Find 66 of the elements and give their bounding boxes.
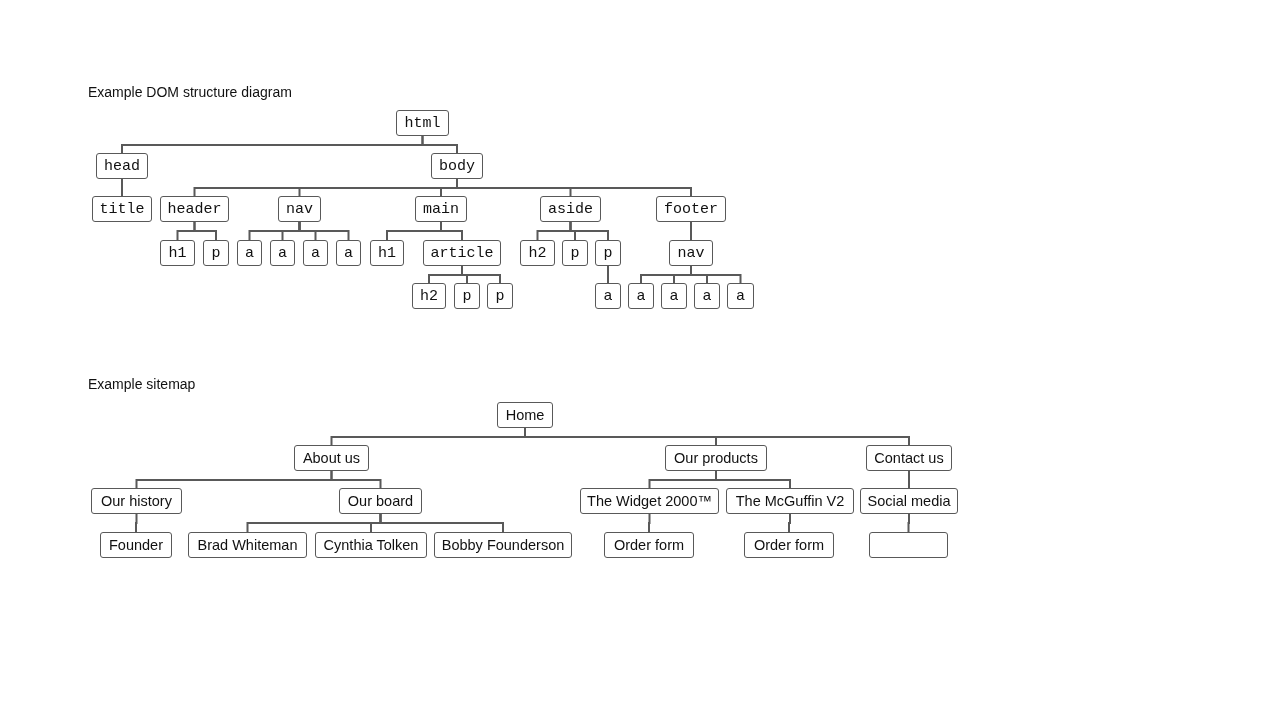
page-box: Order form [604, 532, 694, 558]
element-box: body [431, 153, 483, 179]
connector-line [440, 221, 463, 241]
connector-line [907, 513, 910, 533]
element-box: h2 [412, 283, 446, 309]
connector-line [379, 513, 504, 533]
element-box: a [628, 283, 654, 309]
element-box: title [92, 196, 152, 222]
element-box: h1 [370, 240, 404, 266]
page-box: Brad Whiteman [188, 532, 307, 558]
page-box: Founder [100, 532, 172, 558]
page-box: Cynthia Tolken [315, 532, 427, 558]
element-box: p [454, 283, 480, 309]
element-box: main [415, 196, 467, 222]
element-box: nav [669, 240, 713, 266]
connector-line [788, 513, 791, 533]
page-box: Home [497, 402, 553, 428]
page-box: Our history [91, 488, 182, 514]
connector-line [135, 513, 138, 533]
page-box: Our products [665, 445, 767, 471]
connector-line [330, 470, 382, 489]
element-box: p [595, 240, 621, 266]
connector-line [569, 221, 609, 241]
page-box: Contact us [866, 445, 952, 471]
element-box: h2 [520, 240, 555, 266]
element-box: a [270, 240, 295, 266]
connector-line [715, 470, 791, 489]
page-box: Bobby Founderson [434, 532, 572, 558]
connector-line [648, 513, 651, 533]
page-box: The Widget 2000™ [580, 488, 719, 514]
page-box: Order form [744, 532, 834, 558]
element-box: aside [540, 196, 601, 222]
element-box: a [661, 283, 687, 309]
connector-line [461, 265, 501, 284]
element-box: p [203, 240, 229, 266]
connector-line [121, 178, 123, 197]
page-box: About us [294, 445, 369, 471]
empty-box [869, 532, 948, 558]
page-box: Our board [339, 488, 422, 514]
connector-line [607, 265, 609, 284]
connector-line [690, 265, 742, 284]
section-heading: Example sitemap [88, 376, 196, 392]
element-box: p [562, 240, 588, 266]
connector-line [421, 135, 458, 154]
connector-line [193, 221, 217, 241]
element-box: a [595, 283, 621, 309]
element-box: h1 [160, 240, 195, 266]
element-box: nav [278, 196, 321, 222]
element-box: footer [656, 196, 726, 222]
connector-line [298, 221, 350, 241]
connector-line [908, 470, 910, 489]
element-box: head [96, 153, 148, 179]
element-box: a [336, 240, 361, 266]
element-box: article [423, 240, 501, 266]
connector-line [456, 178, 692, 197]
element-box: a [727, 283, 754, 309]
element-box: header [160, 196, 229, 222]
element-box: a [303, 240, 328, 266]
page-box: Social media [860, 488, 958, 514]
element-box: html [396, 110, 449, 136]
page-box: The McGuffin V2 [726, 488, 854, 514]
connector-line [690, 221, 692, 241]
element-box: a [237, 240, 262, 266]
element-box: p [487, 283, 513, 309]
section-heading: Example DOM structure diagram [88, 84, 292, 100]
element-box: a [694, 283, 720, 309]
